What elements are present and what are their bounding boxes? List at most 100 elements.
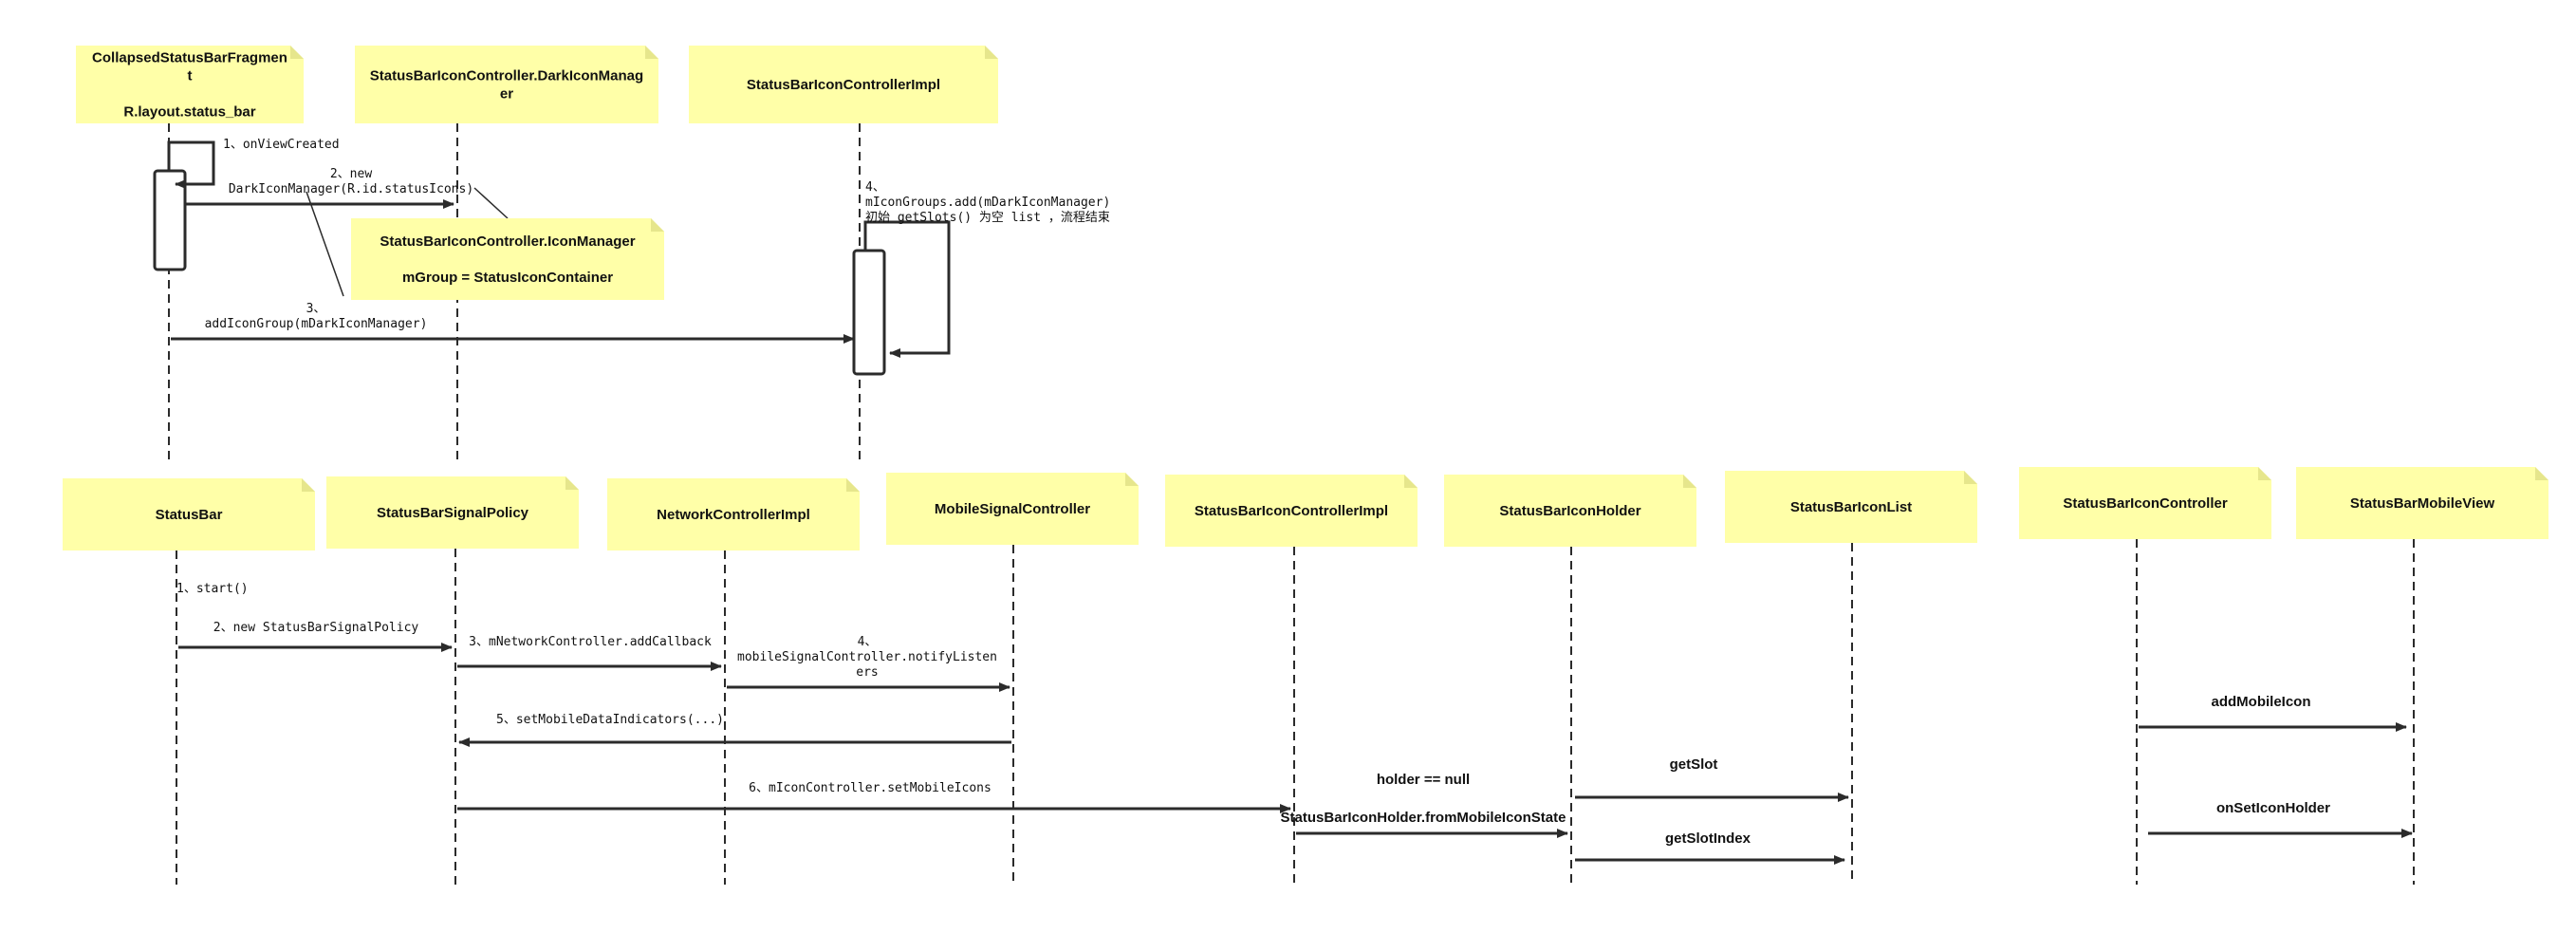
participant-sbih-body bbox=[1444, 475, 1696, 547]
message-2-label-line: 2、new bbox=[330, 167, 372, 181]
participant-nci: NetworkControllerImpl bbox=[607, 478, 860, 550]
participant-sbic-text: StatusBarIconController bbox=[2063, 495, 2228, 512]
participant-dark-text: StatusBarIconController.DarkIconManag er bbox=[370, 68, 643, 103]
participant-msc-text-line: MobileSignalController bbox=[935, 501, 1090, 517]
message-4-label-line: 初始 getSlots() 为空 list ，流程结束 bbox=[865, 211, 1110, 225]
note-icon-manager-body bbox=[351, 218, 664, 300]
message-3-label-line: addIconGroup(mDarkIconManager) bbox=[205, 317, 428, 331]
message-n7-label-line: StatusBarIconHolder.fromMobileIconState bbox=[1281, 810, 1566, 826]
message-n6-label-line: 6、mIconController.setMobileIcons bbox=[749, 781, 991, 795]
message-n2-label: 2、new StatusBarSignalPolicy bbox=[213, 621, 419, 635]
activation-controller-impl bbox=[852, 249, 886, 376]
message-4-icon-groups-add bbox=[863, 220, 951, 358]
message-n5-label-line: 5、setMobileDataIndicators(...) bbox=[496, 713, 724, 727]
participant-sb-text: StatusBar bbox=[156, 507, 223, 523]
message-n10-label: addMobileIcon bbox=[2212, 694, 2311, 710]
message-n3-label-line: 3、mNetworkController.addCallback bbox=[469, 635, 712, 649]
participant-nci-text: NetworkControllerImpl bbox=[657, 507, 810, 523]
note-icon-manager-fold bbox=[651, 218, 664, 232]
participant-csbf-text-line: t bbox=[188, 68, 193, 84]
participant-sbih-text-line: StatusBarIconHolder bbox=[1499, 503, 1640, 519]
participant-dark-text-line: er bbox=[500, 86, 513, 103]
participant-sbic-body bbox=[2019, 467, 2271, 539]
participant-sbici: StatusBarIconControllerImpl bbox=[1165, 475, 1418, 547]
note-icon-manager-text-line: StatusBarIconController.IconManager bbox=[380, 233, 635, 250]
participant-sbil-fold bbox=[1964, 471, 1977, 484]
message-n10-label-line: addMobileIcon bbox=[2212, 694, 2311, 710]
participant-impl1-fold bbox=[985, 46, 998, 59]
participant-sbic: StatusBarIconController bbox=[2019, 467, 2271, 539]
participant-csbf-fold bbox=[290, 46, 304, 59]
participant-sbmv-fold bbox=[2535, 467, 2548, 480]
message-n11-label: onSetIconHolder bbox=[2216, 800, 2330, 816]
message-1-label: 1、onViewCreated bbox=[223, 138, 340, 152]
message-n11-label-line: onSetIconHolder bbox=[2216, 800, 2330, 816]
participant-sb-body bbox=[63, 478, 315, 550]
message-3-label: 3、addIconGroup(mDarkIconManager) bbox=[205, 302, 428, 331]
message-n6-label: 6、mIconController.setMobileIcons bbox=[749, 781, 991, 795]
participant-dark-fold bbox=[645, 46, 658, 59]
participant-msc-fold bbox=[1125, 473, 1139, 486]
participant-dark-text-line: StatusBarIconController.DarkIconManag bbox=[370, 68, 643, 84]
message-n1-label: 1、start() bbox=[176, 582, 249, 596]
participant-sbih: StatusBarIconHolder bbox=[1444, 475, 1696, 547]
participant-sb: StatusBar bbox=[63, 478, 315, 550]
participant-msc-text: MobileSignalController bbox=[935, 501, 1090, 517]
note-icon-manager-text: StatusBarIconController.IconManager mGrou… bbox=[380, 233, 635, 286]
participant-sbih-fold bbox=[1683, 475, 1696, 488]
participant-impl1-text: StatusBarIconControllerImpl bbox=[747, 77, 940, 93]
participant-sbil-text-line: StatusBarIconList bbox=[1790, 499, 1912, 515]
message-n9-label-line: getSlotIndex bbox=[1665, 830, 1751, 847]
message-n8-label-line: getSlot bbox=[1670, 756, 1718, 773]
note-icon-manager: StatusBarIconController.IconManager mGrou… bbox=[351, 218, 664, 300]
participant-nci-body bbox=[607, 478, 860, 550]
message-4-label-line: mIconGroups.add(mDarkIconManager) bbox=[865, 196, 1110, 210]
participant-nci-text-line: NetworkControllerImpl bbox=[657, 507, 810, 523]
participant-impl1: StatusBarIconControllerImpl bbox=[689, 46, 998, 123]
participant-sbsp: StatusBarSignalPolicy bbox=[326, 476, 579, 549]
participant-impl1-body bbox=[689, 46, 998, 123]
message-n4-label-line: 4、 bbox=[858, 635, 878, 649]
message-n9-label: getSlotIndex bbox=[1665, 830, 1751, 847]
participant-sbsp-body bbox=[326, 476, 579, 549]
message-n7-label-line: holder == null bbox=[1377, 772, 1470, 788]
participant-sbmv-text: StatusBarMobileView bbox=[2350, 495, 2495, 512]
participant-sbmv: StatusBarMobileView bbox=[2296, 467, 2548, 539]
participant-sbic-text-line: StatusBarIconController bbox=[2063, 495, 2228, 512]
message-n8-label: getSlot bbox=[1670, 756, 1718, 773]
participant-sbici-body bbox=[1165, 475, 1418, 547]
participant-impl1-text-line: StatusBarIconControllerImpl bbox=[747, 77, 940, 93]
participant-dark-body bbox=[355, 46, 658, 123]
message-3-label-line: 3、 bbox=[306, 302, 326, 316]
participant-sbil-text: StatusBarIconList bbox=[1790, 499, 1912, 515]
participant-sb-fold bbox=[302, 478, 315, 492]
participant-sbmv-body bbox=[2296, 467, 2548, 539]
message-1-on-view-created bbox=[167, 140, 215, 189]
message-n5-label: 5、setMobileDataIndicators(...) bbox=[496, 713, 724, 727]
connector-note-icon-manager bbox=[473, 187, 509, 219]
activation-fragment bbox=[153, 169, 187, 271]
participant-sbsp-text-line: StatusBarSignalPolicy bbox=[377, 505, 529, 521]
participant-sbih-text: StatusBarIconHolder bbox=[1499, 503, 1640, 519]
note-icon-manager-text-line: mGroup = StatusIconContainer bbox=[402, 270, 613, 286]
participant-sbsp-text: StatusBarSignalPolicy bbox=[377, 505, 529, 521]
connector-message-3 bbox=[306, 191, 344, 297]
message-n4-label-line: ers bbox=[856, 665, 878, 680]
message-n2-label-line: 2、new StatusBarSignalPolicy bbox=[213, 621, 419, 635]
participant-sbil: StatusBarIconList bbox=[1725, 471, 1977, 543]
participant-sbmv-text-line: StatusBarMobileView bbox=[2350, 495, 2495, 512]
participant-sbici-text-line: StatusBarIconControllerImpl bbox=[1195, 503, 1388, 519]
message-4-label-line: 4、 bbox=[865, 180, 885, 195]
participant-nci-fold bbox=[846, 478, 860, 492]
participant-dark: StatusBarIconController.DarkIconManag er bbox=[355, 46, 658, 123]
participant-sbsp-fold bbox=[565, 476, 579, 490]
participant-sb-text-line: StatusBar bbox=[156, 507, 223, 523]
message-n1-label-line: 1、start() bbox=[176, 582, 249, 596]
participant-csbf-text-line: CollapsedStatusBarFragmen bbox=[92, 50, 287, 66]
participant-csbf-text-line: R.layout.status_bar bbox=[123, 104, 255, 121]
